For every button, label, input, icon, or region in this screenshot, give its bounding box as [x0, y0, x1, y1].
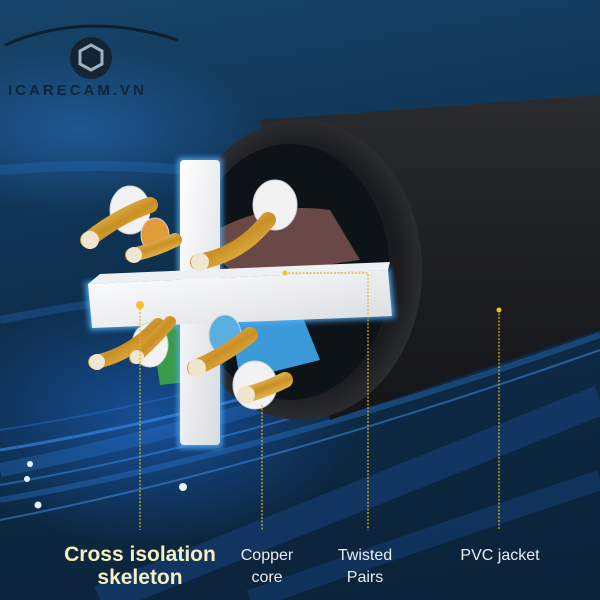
callout-lines	[139, 272, 500, 530]
cross-isolation-skeleton	[88, 160, 392, 445]
twisted-pair-brown	[200, 208, 360, 280]
label-line: Copper	[240, 547, 294, 564]
label-copper-core: Copper core	[222, 545, 312, 589]
callout-dot-pairs	[282, 270, 288, 276]
label-line: core	[251, 569, 283, 586]
label-line: Pairs	[346, 569, 384, 586]
light-dots	[24, 461, 187, 509]
watermark-text: ICARECAM.VN	[8, 82, 147, 99]
label-line: PVC jacket	[460, 547, 540, 564]
callout-dot-jacket	[496, 307, 502, 313]
label-line: Twisted	[337, 547, 393, 564]
label-line: skeleton	[97, 566, 183, 589]
logo-arc	[4, 24, 179, 47]
label-twisted-pairs: Twisted Pairs	[320, 545, 410, 589]
callout-dot-skeleton	[136, 301, 144, 309]
copper-cores	[80, 197, 293, 404]
label-pvc-jacket: PVC jacket	[440, 545, 560, 567]
label-line: Cross isolation	[64, 543, 216, 566]
label-cross-isolation-skeleton: Cross isolation skeleton	[40, 543, 240, 589]
camera-aperture-icon	[70, 37, 112, 79]
